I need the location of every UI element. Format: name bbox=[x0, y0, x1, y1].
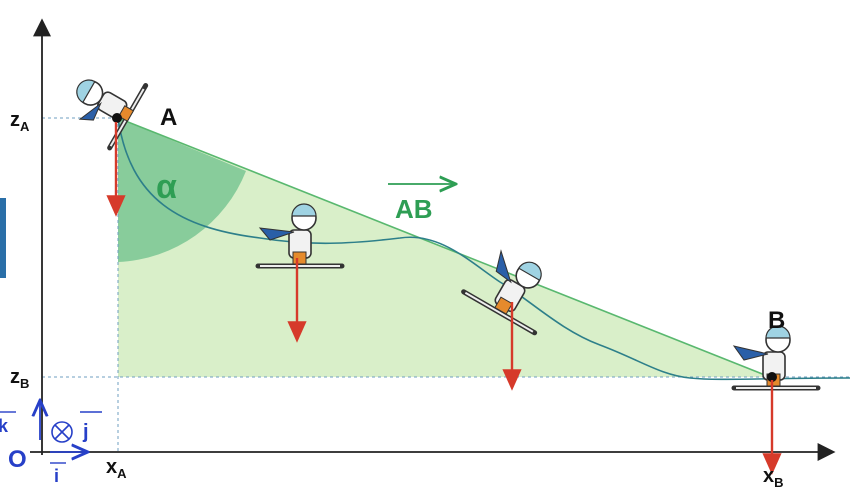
basis-i-label: i bbox=[54, 466, 59, 486]
basis-j-into-page-icon bbox=[51, 421, 73, 443]
point-a-dot bbox=[112, 113, 122, 123]
point-a-label: A bbox=[160, 104, 177, 131]
skier-icon bbox=[255, 203, 345, 269]
edge-blue-block bbox=[0, 198, 6, 278]
x-b-label: xB bbox=[763, 465, 784, 490]
ski-trajectory bbox=[117, 117, 851, 381]
z-b-label: zB bbox=[10, 366, 29, 391]
skier-icon bbox=[76, 79, 149, 151]
skier-icon bbox=[461, 249, 542, 336]
basis-j-label: j bbox=[82, 421, 89, 443]
z-a-label: zA bbox=[10, 109, 30, 134]
origin-label: O bbox=[8, 446, 27, 473]
basis-k-label: k bbox=[0, 416, 9, 436]
vector-ab-label: AB bbox=[395, 194, 433, 224]
angle-label: α bbox=[156, 168, 177, 206]
angle-sector bbox=[118, 118, 246, 262]
point-b-dot bbox=[767, 372, 777, 382]
point-b-label: B bbox=[768, 307, 785, 334]
x-a-label: xA bbox=[106, 456, 127, 481]
hypotenuse-line bbox=[117, 117, 771, 378]
